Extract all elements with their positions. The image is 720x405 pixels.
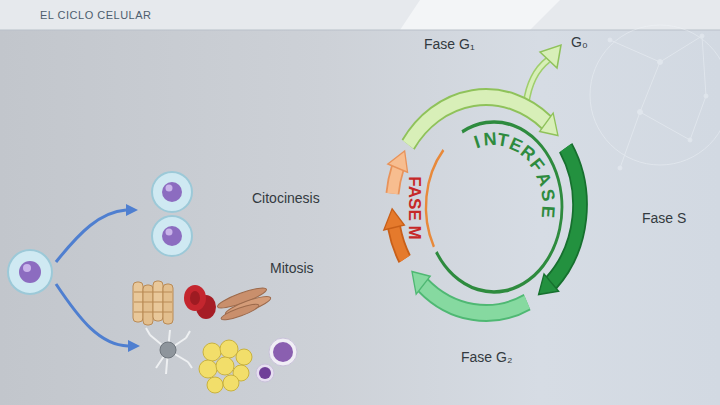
fat-cells — [199, 340, 252, 393]
smooth-muscle-cell — [220, 301, 260, 322]
curved-letter: N — [483, 130, 497, 149]
phase-label: Fase S — [642, 211, 686, 226]
network-watermark — [660, 36, 702, 62]
g0-arrow — [526, 60, 548, 104]
daughter-cell — [152, 216, 192, 256]
lymphocyte — [259, 367, 271, 379]
cell-nucleus — [166, 185, 173, 192]
g1-arrow — [540, 113, 558, 136]
specialized-cells — [133, 281, 297, 393]
neuron — [160, 342, 176, 358]
inner-ring — [426, 122, 562, 292]
red-blood-cell — [184, 285, 206, 311]
cytokinesis-arrow — [392, 168, 397, 194]
lymphocyte — [256, 364, 274, 382]
muscle-fiber — [153, 281, 163, 321]
division-arrow — [56, 210, 126, 262]
network-watermark — [608, 38, 612, 42]
division-arrows — [56, 204, 140, 352]
cells — [8, 172, 192, 294]
top-bar — [400, 0, 560, 30]
muscle-fibers — [133, 281, 173, 325]
g0-arrow — [526, 60, 548, 104]
curved-letter: E — [539, 205, 558, 218]
slide-title: EL CICLO CELULAR — [40, 9, 152, 21]
network-watermark — [640, 112, 690, 140]
top-bar — [0, 30, 720, 31]
m-phase-label: FASE M — [406, 176, 423, 239]
network-watermark — [704, 94, 708, 98]
muscle-fiber — [163, 284, 173, 324]
fat-cell — [207, 377, 223, 393]
interphase-ring — [436, 122, 562, 292]
network-watermark — [688, 138, 692, 142]
m-phase-ring — [426, 150, 443, 247]
curved-letter: I — [472, 133, 482, 152]
g2-arrow — [412, 272, 527, 313]
cell-nucleus — [23, 264, 31, 272]
neuron — [146, 328, 192, 374]
phase-label: G₀ — [571, 35, 588, 50]
lymphocyte — [269, 338, 297, 366]
fat-cell — [236, 349, 252, 365]
fat-cell — [220, 340, 238, 358]
network-watermark — [690, 96, 706, 140]
g0-arrow — [540, 45, 561, 68]
cytokinesis-arrow — [388, 151, 408, 172]
parent-cell — [8, 250, 52, 294]
mitosis-arrow — [384, 209, 404, 230]
cell-nucleus — [19, 261, 41, 283]
neuron — [146, 328, 192, 374]
top-bar — [0, 0, 720, 30]
cell-nucleus — [166, 229, 173, 236]
s-arrow — [539, 274, 559, 295]
cell-nucleus — [162, 226, 182, 246]
phase-label: Mitosis — [270, 261, 314, 276]
phase-label: Fase G₂ — [461, 350, 512, 365]
smooth-muscle — [216, 284, 272, 322]
phase-label: Fase G₁ — [424, 37, 475, 52]
network-watermark — [618, 166, 622, 170]
cell-nucleus — [162, 182, 182, 202]
phase-arrows — [384, 97, 580, 313]
muscle-fiber — [134, 292, 172, 312]
top-bar — [0, 0, 720, 30]
s-arrow — [539, 148, 580, 295]
network-watermark — [638, 110, 643, 115]
mitosis-arrow — [394, 228, 405, 260]
lymphocyte — [273, 342, 293, 362]
network-watermark — [658, 60, 663, 65]
muscle-fiber — [143, 285, 153, 325]
lymphocytes — [256, 338, 297, 382]
differentiation-arrow — [128, 340, 140, 352]
network-watermark — [610, 40, 660, 62]
differentiation-arrow — [56, 284, 128, 346]
network-watermark — [640, 62, 660, 112]
daughter-cell — [152, 172, 192, 212]
red-blood-cells — [184, 285, 216, 319]
network-watermark — [590, 25, 720, 165]
network-watermark — [702, 36, 706, 96]
fat-cell — [223, 375, 239, 391]
network-watermark — [590, 25, 720, 170]
network-watermark — [700, 34, 704, 38]
division-arrow — [126, 204, 138, 216]
fat-cell — [199, 360, 217, 378]
curved-letter: S — [538, 188, 558, 203]
g0-arrow — [526, 45, 561, 104]
g2-arrow — [412, 272, 430, 295]
cytokinesis-arrow — [392, 168, 397, 194]
phase-label: Citocinesis — [252, 191, 320, 206]
fat-cell — [203, 343, 221, 361]
network-watermark — [620, 112, 640, 168]
mitosis-arrow — [394, 228, 405, 260]
mitosis-arrow — [384, 209, 405, 259]
red-blood-cell — [190, 291, 200, 305]
fat-cell — [216, 357, 234, 375]
